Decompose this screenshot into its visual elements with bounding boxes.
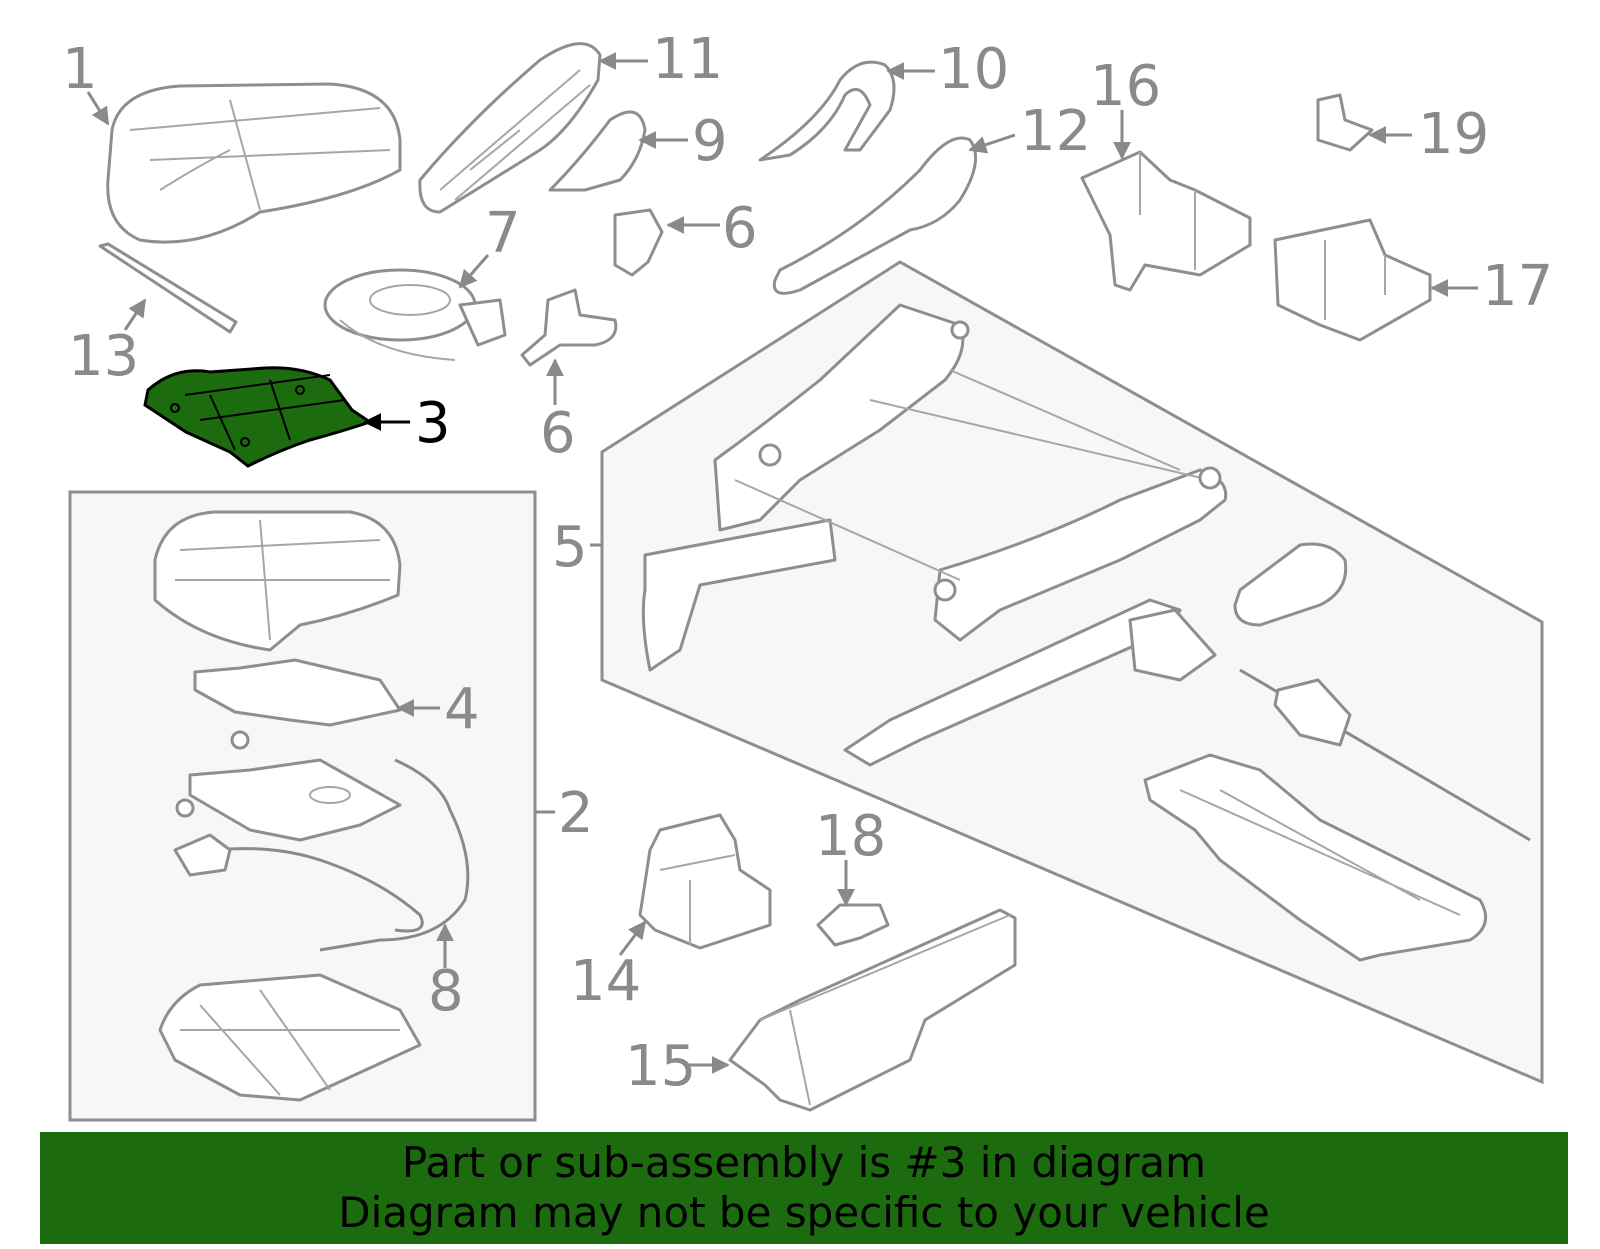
- part-1-seat-cushion: [106, 82, 402, 244]
- banner-line-1: Part or sub-assembly is #3 in diagram: [401, 1138, 1207, 1187]
- callout-5: 5: [552, 515, 588, 580]
- part-15-side-trim: [728, 908, 1017, 1112]
- part-motor: [1233, 542, 1348, 627]
- part-6-upper-clip: [613, 208, 664, 277]
- callout-19: 19: [1418, 102, 1489, 167]
- assembly-2-frame: [158, 973, 422, 1102]
- part-8-harness: [173, 758, 470, 952]
- assembly-2-clips: [175, 730, 250, 818]
- part-17-cover: [1273, 218, 1432, 342]
- callout-7: 7: [485, 201, 521, 266]
- part-10-bracket: [758, 60, 896, 162]
- callout-18: 18: [815, 804, 886, 869]
- callout-6a: 6: [722, 196, 758, 261]
- callout-10: 10: [938, 37, 1009, 102]
- callout-13: 13: [68, 324, 139, 389]
- callout-9: 9: [692, 109, 728, 174]
- callout-1: 1: [62, 37, 98, 102]
- leader-12: [968, 133, 1016, 154]
- part-9-bracket: [548, 110, 647, 192]
- part-12-trim-panel: [772, 136, 978, 295]
- banner-line-2: Diagram may not be specific to your vehi…: [338, 1188, 1270, 1237]
- part-13-trim-strip: [98, 242, 238, 334]
- callout-4: 4: [444, 677, 480, 742]
- leader-13: [123, 298, 147, 331]
- callout-3: 3: [415, 391, 451, 456]
- callout-2: 2: [558, 781, 594, 846]
- part-5-seat-frame: [641, 303, 1228, 767]
- callout-8: 8: [428, 959, 464, 1024]
- callout-11: 11: [652, 27, 723, 92]
- callout-17: 17: [1482, 254, 1553, 319]
- leader-1: [86, 91, 110, 126]
- callout-15: 15: [625, 1034, 696, 1099]
- part-6-lower-clip: [520, 288, 618, 367]
- part-cable-motor: [1239, 668, 1531, 842]
- part-seat-rail: [1143, 753, 1488, 962]
- assembly-2-pad: [188, 758, 402, 842]
- leader-14: [618, 920, 647, 956]
- leader-7: [458, 254, 490, 289]
- part-3-seat-pan-highlighted: [143, 366, 374, 468]
- part-14-bracket: [638, 813, 772, 950]
- part-4-heater-mat: [193, 658, 402, 727]
- part-7-coil: [323, 268, 507, 361]
- callout-14: 14: [570, 949, 641, 1014]
- assembly-2-cushion: [153, 510, 402, 652]
- part-18-clip: [816, 903, 890, 947]
- callout-6b: 6: [540, 401, 576, 466]
- part-19-clip: [1316, 93, 1374, 152]
- part-11-side-shield: [418, 42, 602, 214]
- info-banner: Part or sub-assembly is #3 in diagram Di…: [40, 1132, 1568, 1244]
- callout-16: 16: [1090, 54, 1161, 119]
- callout-12: 12: [1020, 99, 1091, 164]
- part-16-housing: [1080, 150, 1252, 292]
